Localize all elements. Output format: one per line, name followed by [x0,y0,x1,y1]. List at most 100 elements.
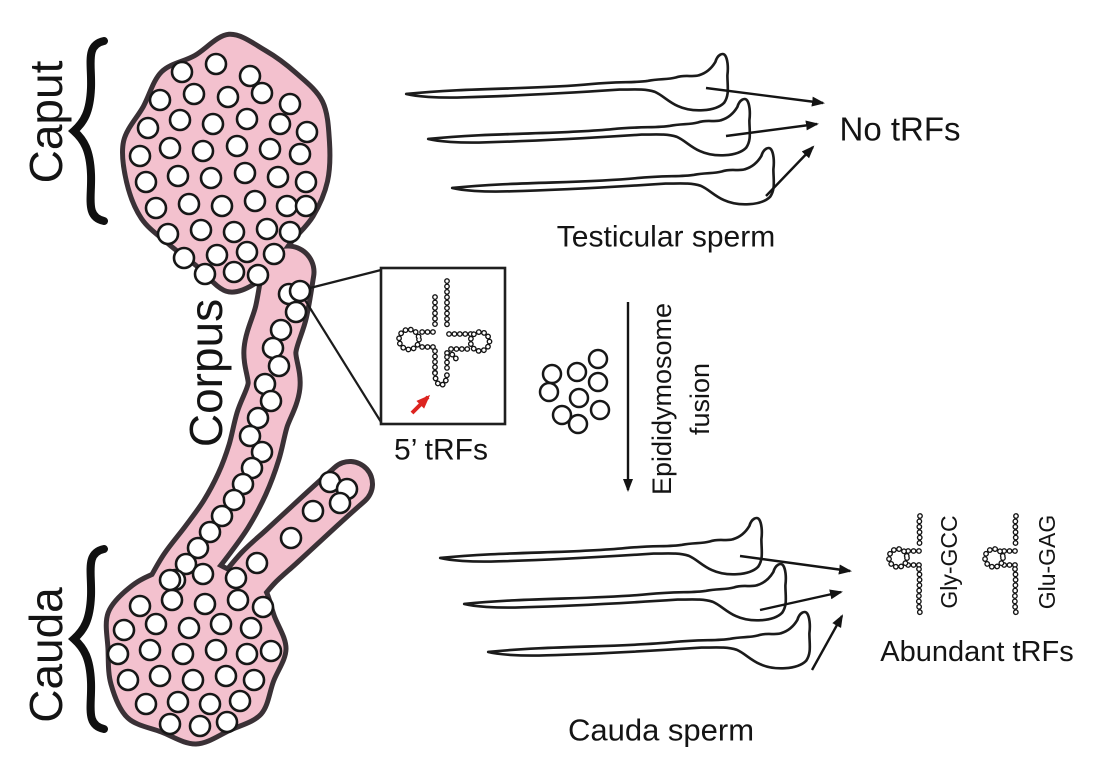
label-no-trfs: No tRFs [839,111,960,148]
vesicle [205,243,229,267]
vesicle [199,166,223,190]
vesicle [156,222,180,246]
vesicle [166,690,190,714]
vesicle [235,642,259,666]
vesicle [328,491,352,515]
vesicle [158,136,182,160]
label-abundant-trfs: Abundant tRFs [880,636,1073,668]
vesicle [144,612,168,636]
vesicle [235,240,259,264]
label-5p-trfs: 5’ tRFs [394,434,488,467]
vesicle [284,300,308,324]
vesicle [144,196,168,220]
vesicle [210,194,234,218]
vesicle [288,142,312,166]
epididymosome [587,348,609,370]
vesicle [112,618,136,642]
label-glu-gag: Glu-GAG [1034,515,1060,610]
vesicle [106,642,130,666]
vesicle [235,107,259,131]
cleavage-site-arrow [410,394,431,415]
vesicle [246,263,270,287]
vesicle [278,92,302,116]
vesicle [186,536,210,560]
rna-beads-core [397,327,421,352]
label-fusion-line2: fusion [685,363,715,435]
label-testicular-sperm: Testicular sperm [557,221,775,254]
vesicle [238,64,262,88]
vesicle [204,638,228,662]
vesicle [262,242,286,266]
vesicle [226,588,250,612]
vesicle [177,616,201,640]
vesicle [182,82,206,106]
vesicle [209,612,233,636]
vesicle [198,692,222,716]
vesicle [188,714,212,738]
vesicle [250,81,274,105]
no-trf-arrow-1 [705,86,825,107]
no-trf-arrow-3 [765,145,815,197]
vesicle [158,568,182,592]
vesicle [245,551,269,575]
vesicle [222,220,246,244]
vesicle [268,112,292,136]
epididymosome [566,361,588,383]
vesicle [171,642,195,666]
vesicle [295,120,319,144]
magnified-vesicle [288,279,312,303]
vesicle [246,406,270,430]
vesicle [266,165,290,189]
label-caput: Caput [20,60,72,183]
epididymis-illustration [103,31,375,747]
vesicle [222,260,246,284]
vesicle [204,52,228,76]
vesicle [160,588,184,612]
label-cauda-sperm: Cauda sperm [568,713,754,748]
epididymosome [568,387,590,409]
vesicle [116,668,140,692]
vesicle [168,108,192,132]
vesicle [242,668,266,692]
vesicle [259,639,283,663]
vesicle [225,134,249,158]
vesicle [275,194,299,218]
vesicle [128,144,152,168]
vesicle [224,566,248,590]
vesicle [216,85,240,109]
no-trf-arrow-2 [725,120,819,138]
vesicle [128,594,152,618]
epididymosome-cluster [538,348,611,435]
vesicle [255,217,279,241]
rna-beads [444,350,459,366]
vesicle [172,246,196,270]
label-gly-gcc: Gly-GCC [936,515,962,608]
vesicle [148,664,172,688]
vesicle [239,616,263,640]
vesicle [278,220,302,244]
vesicle [233,161,257,185]
cauda-brace [68,545,108,733]
rna-beads-core [433,371,449,387]
vesicle [279,526,303,550]
vesicle [166,164,190,188]
vesicle [238,424,262,448]
vesicle [301,499,325,523]
vesicle [267,354,291,378]
vesicle [251,595,275,619]
epididymosome [589,399,611,421]
callout-line-bottom [304,299,382,423]
vesicle [210,504,234,528]
callout-line-top [309,268,382,290]
epididymosome [587,371,609,393]
epididymosome [551,404,573,426]
vesicle [250,440,274,464]
epididymosome [538,381,560,403]
vesicle [191,139,215,163]
abundant-trf-arrow-1 [739,554,852,575]
vesicle [294,194,318,218]
vesicle [294,170,318,194]
vesicle [148,88,172,112]
vesicle [134,692,158,716]
